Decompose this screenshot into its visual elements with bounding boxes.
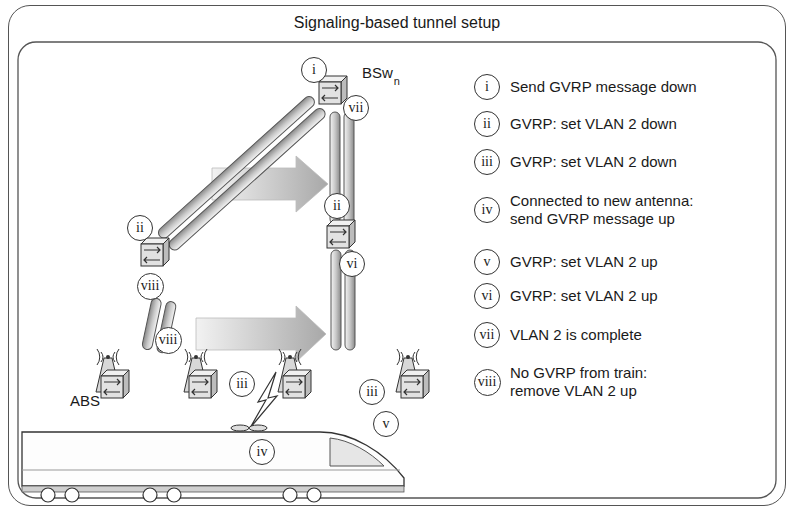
illustration-part	[22, 432, 404, 486]
callout-number: viii	[141, 279, 160, 293]
illustration-part	[249, 425, 267, 431]
illustration-part	[22, 470, 400, 471]
shaded-arrow	[196, 306, 326, 362]
legend-description: Send GVRP message down	[510, 78, 698, 96]
callout-circle: viii	[137, 273, 164, 300]
part-name: ABS	[70, 392, 100, 410]
illustration-part	[143, 488, 157, 502]
callout-number: vii	[349, 101, 364, 115]
legend-description: GVRP: set VLAN 2 down	[510, 115, 698, 133]
illustration-part	[330, 438, 384, 466]
callout-circle: iv	[249, 439, 275, 465]
callout-number: ii	[136, 221, 144, 235]
callout-circle: vi	[339, 251, 365, 277]
callout-number: vi	[482, 289, 493, 303]
callout-number: viii	[478, 375, 497, 389]
callout-circle: ii	[324, 193, 350, 219]
illustration-part	[307, 488, 321, 502]
switch	[141, 238, 169, 266]
callout-circle: iii	[474, 149, 500, 175]
callout-circle: i	[474, 74, 500, 100]
callout-circle: viii	[155, 327, 182, 354]
vlan-tunnel	[141, 298, 176, 354]
illustration-part	[41, 488, 55, 502]
illustration-part	[156, 94, 316, 240]
callout-number: iii	[236, 377, 248, 391]
switch	[327, 220, 355, 248]
callout-number: iv	[257, 445, 268, 459]
callout-circle: v	[474, 249, 500, 275]
backbone-switch	[319, 76, 347, 104]
callout-number: i	[485, 80, 489, 94]
illustration-part	[41, 488, 321, 502]
callout-circle: ii	[474, 111, 500, 137]
callout-circle: i	[301, 57, 327, 83]
legend-description: Connected to new antenna: send GVRP mess…	[510, 192, 698, 228]
illustration-part	[167, 488, 181, 502]
inner-panel	[18, 42, 776, 498]
callout-number: viii	[159, 333, 178, 347]
legend-description: GVRP: set VLAN 2 down	[510, 153, 698, 171]
callout-number: i	[312, 63, 316, 77]
callout-circle: iv	[474, 197, 500, 223]
callout-number: iv	[482, 203, 493, 217]
part-name: BSw	[362, 64, 393, 82]
callout-number: ii	[333, 199, 341, 213]
callout-circle: vii	[343, 95, 369, 121]
train	[22, 425, 404, 502]
callout-circle: ii	[127, 215, 153, 241]
callout-circle: vi	[474, 283, 500, 309]
legend-description: GVRP: set VLAN 2 up	[510, 287, 698, 305]
callout-circle: viii	[474, 369, 501, 396]
callout-circle: iii	[229, 371, 255, 397]
illustration-part	[167, 106, 327, 252]
illustration-part	[22, 486, 404, 492]
callout-circle: iii	[359, 379, 385, 405]
part-name: n	[394, 75, 400, 88]
illustration-part	[231, 425, 249, 431]
base-station	[396, 349, 429, 398]
panel-title: Signaling-based tunnel setup	[9, 14, 785, 32]
vlan-tunnel	[156, 94, 327, 252]
callout-number: iii	[481, 155, 493, 169]
base-station	[184, 349, 217, 398]
base-station	[96, 349, 129, 398]
illustration-part	[283, 488, 297, 502]
legend-description: VLAN 2 is complete	[510, 326, 698, 344]
callout-number: ii	[483, 117, 491, 131]
illustration-part	[65, 488, 79, 502]
callout-number: vi	[347, 257, 358, 271]
base-station	[278, 349, 311, 398]
legend-description: No GVRP from train: remove VLAN 2 up	[510, 364, 698, 400]
legend-description: GVRP: set VLAN 2 up	[510, 253, 698, 271]
callout-number: iii	[366, 385, 378, 399]
callout-number: v	[383, 417, 390, 431]
callout-circle: v	[373, 411, 399, 437]
callout-number: vii	[480, 328, 495, 342]
callout-number: v	[484, 255, 491, 269]
callout-circle: vii	[474, 322, 500, 348]
